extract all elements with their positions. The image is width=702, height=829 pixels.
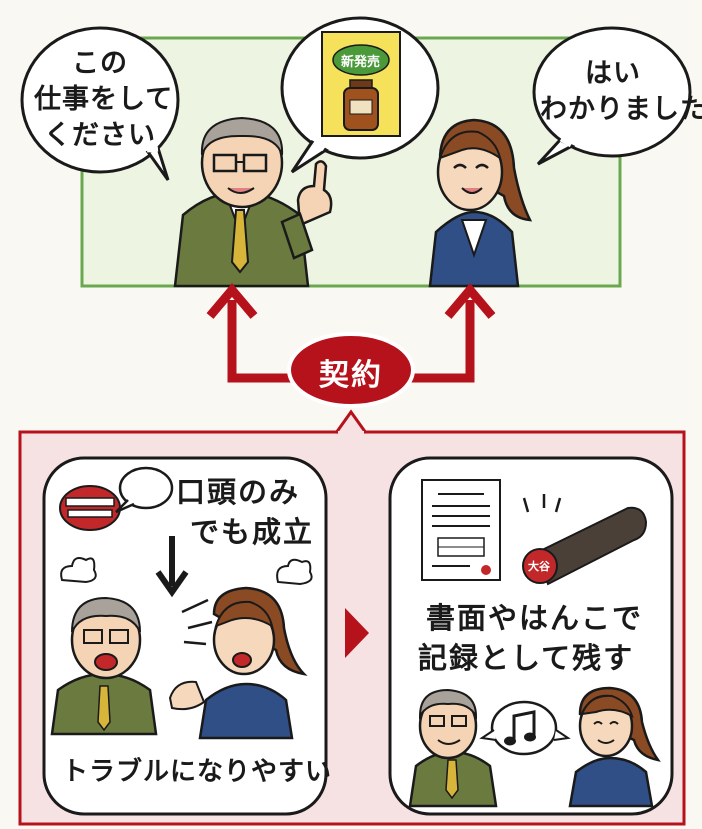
right-panel-caption: 書面やはんこで 記録として残す	[418, 598, 643, 678]
happy-staff	[568, 686, 661, 808]
staff-bubble-line-2: わかりました	[540, 94, 702, 125]
small-speech-icon	[115, 466, 174, 514]
left-panel-caption: 口頭のみ でも成立	[176, 472, 314, 552]
left-arrow-head	[206, 283, 258, 319]
staff-figure	[428, 118, 533, 288]
stamp-icon	[522, 494, 648, 586]
down-arrow-icon	[155, 536, 189, 598]
staff-bubble-line-1: はい	[585, 58, 641, 89]
boss-bubble-text: この 仕事をして ください	[34, 46, 174, 154]
mouth-icon	[59, 485, 121, 531]
right-caption-line-2: 記録として残す	[418, 641, 635, 675]
music-note-icon	[504, 710, 536, 746]
boss-bubble-line-3: ください	[44, 120, 156, 151]
product-label: 新発売	[341, 55, 381, 70]
document-icon	[421, 479, 501, 581]
angry-boss	[50, 596, 158, 736]
right-caption-line-1: 書面やはんこで	[426, 601, 644, 635]
staff-speech-bubble	[532, 26, 692, 166]
left-caption-line-1: 口頭のみ	[176, 475, 301, 509]
left-caption-line-2: でも成立	[190, 515, 315, 549]
next-arrow-icon	[345, 608, 369, 658]
conflict-lines	[181, 598, 213, 646]
product-card	[321, 31, 401, 137]
staff-bubble-text: はい わかりました	[540, 56, 702, 128]
boss-bubble-line-2: 仕事をして	[34, 84, 174, 115]
steam-icon-left	[60, 557, 97, 584]
angry-staff	[168, 586, 308, 740]
stamp-mark: 大谷	[528, 560, 550, 573]
boss-speech-bubble	[20, 26, 180, 181]
boss-bubble-line-1: この	[72, 48, 128, 79]
contract-label: 契約	[319, 358, 383, 393]
left-panel-footer: トラブルになりやすい	[62, 757, 333, 787]
right-arrow-head	[444, 283, 496, 319]
boss-figure	[173, 116, 333, 288]
steam-icon-right	[276, 558, 313, 586]
happy-boss	[408, 688, 498, 808]
